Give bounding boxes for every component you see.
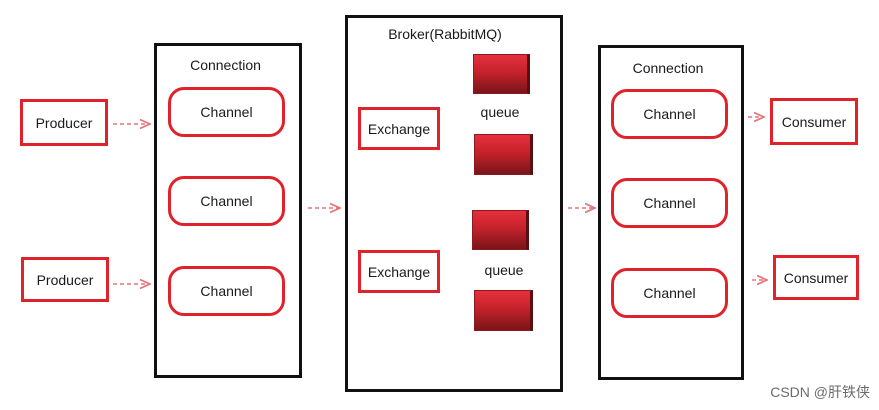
- right-channel-box: Channel: [611, 268, 728, 318]
- exchange-box: Exchange: [358, 107, 440, 150]
- broker-title: Broker(RabbitMQ): [388, 26, 502, 42]
- consumer-box: Consumer: [773, 255, 859, 300]
- right-connection-title: Connection: [632, 60, 704, 76]
- left-channel-box: Channel: [168, 266, 285, 316]
- queue-cylinder: [474, 134, 533, 175]
- left-channel-box: Channel: [168, 87, 285, 137]
- left-channel-box: Channel: [168, 176, 285, 226]
- queue-cylinder: [472, 210, 529, 250]
- producer-label: Producer: [35, 114, 93, 131]
- left-connection-title: Connection: [190, 57, 261, 73]
- producer-label: Producer: [36, 271, 94, 288]
- queue-label: queue: [484, 262, 524, 278]
- channel-label: Channel: [643, 195, 696, 211]
- consumer-label: Consumer: [781, 113, 847, 130]
- consumer-label: Consumer: [783, 269, 849, 286]
- broker-box: [345, 15, 563, 392]
- producer-box: Producer: [21, 257, 109, 302]
- channel-label: Channel: [643, 285, 696, 301]
- queue-cylinder: [473, 54, 530, 94]
- queue-cylinder: [474, 290, 533, 331]
- channel-label: Channel: [200, 283, 253, 299]
- channel-label: Channel: [643, 106, 696, 122]
- watermark-text: CSDN @肝铁侠: [770, 384, 870, 400]
- channel-label: Channel: [200, 193, 253, 209]
- exchange-label: Exchange: [367, 263, 431, 280]
- exchange-label: Exchange: [367, 120, 431, 137]
- right-channel-box: Channel: [611, 89, 728, 139]
- exchange-box: Exchange: [358, 250, 440, 293]
- channel-label: Channel: [200, 104, 253, 120]
- producer-box: Producer: [20, 99, 108, 146]
- right-channel-box: Channel: [611, 178, 728, 228]
- consumer-box: Consumer: [770, 98, 858, 145]
- queue-label: queue: [480, 104, 520, 120]
